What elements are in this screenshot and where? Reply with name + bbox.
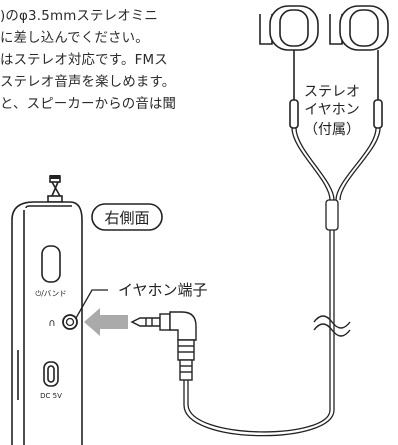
earphone-plug-icon (130, 311, 197, 381)
earphone-cable (183, 127, 381, 437)
instruction-line: に差し込んでください。 (0, 31, 149, 46)
earphone-label: （付属） (304, 122, 360, 138)
instruction-line: ステレオ音声を楽しめます。 (0, 75, 176, 90)
radio-device (11, 175, 83, 445)
instruction-line: )のφ3.5mmステレオミニ (0, 9, 158, 24)
right-earbud-icon (329, 5, 389, 129)
earphone-jack-inner (65, 317, 75, 327)
jack-leader-line (75, 289, 108, 319)
instruction-line: はステレオ対応です。FMス (0, 53, 168, 68)
dc-label: DC 5V (40, 392, 62, 400)
insert-arrow-icon (84, 308, 128, 336)
earphone-label: イヤホン (304, 102, 360, 118)
power-band-label: ⏻/バンド (35, 289, 66, 298)
instruction-text: )のφ3.5mmステレオミニ に差し込んでください。 はステレオ対応です。FMス… (0, 6, 232, 116)
instruction-line: と、スピーカーからの音は聞 (0, 97, 177, 112)
antenna-cap-icon (50, 175, 60, 179)
left-earbud-icon (259, 5, 319, 129)
right-side-callout (91, 203, 163, 231)
jack-label: イヤホン端子 (118, 281, 208, 299)
right-side-label: 右側面 (104, 209, 149, 227)
earphone-label: ステレオ (304, 84, 360, 100)
headphone-symbol-icon: ∩ (48, 318, 55, 329)
